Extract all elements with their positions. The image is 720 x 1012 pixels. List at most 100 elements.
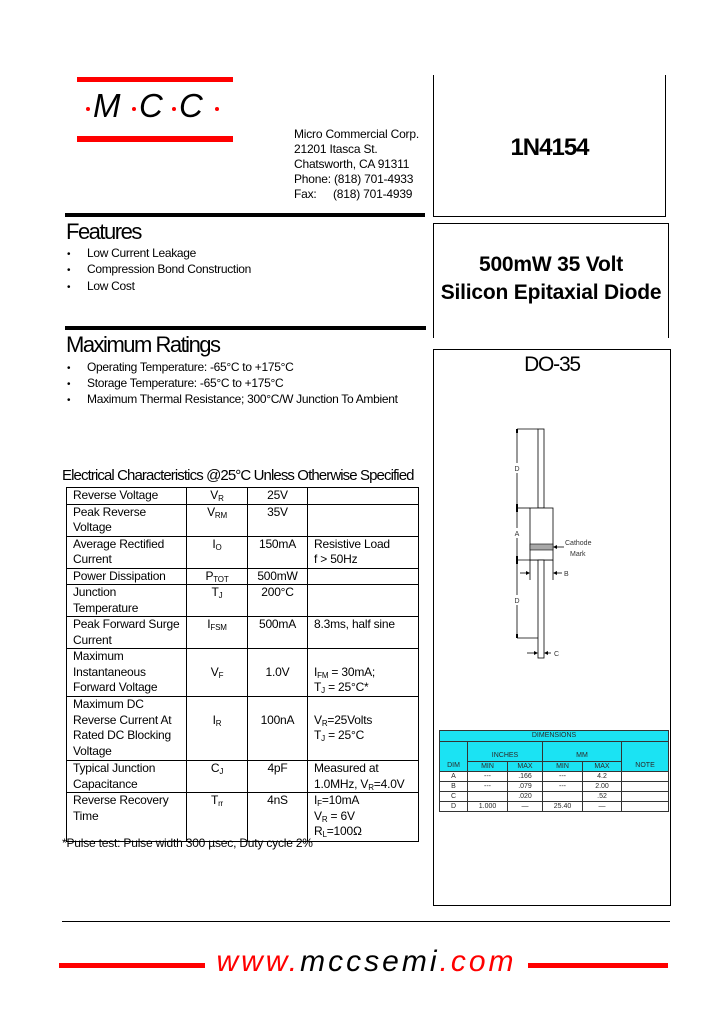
logo-dot-icon [132, 107, 136, 111]
parameter-cell: Peak Reverse Voltage [66, 503, 187, 537]
mm-min-cell: --- [542, 781, 583, 792]
table-row: MIN MAX MIN MAX [440, 761, 669, 772]
mm-min-header: MIN [542, 761, 583, 772]
mcc-logo: M C C [77, 77, 233, 142]
max-ratings-list: Operating Temperature: -65°C to +175°C S… [66, 359, 398, 407]
package-title: DO-35 [524, 353, 581, 376]
symbol-cell: IFSM [186, 616, 248, 649]
condition-text: f > 50Hz [314, 552, 358, 566]
condition-subscript: F [317, 799, 322, 808]
condition-text: T [314, 680, 322, 694]
value-cell: 25V [247, 487, 308, 505]
table-row: Reverse Voltage VR 25V [66, 487, 419, 505]
symbol-subscript: J [219, 767, 224, 776]
value-cell: 500mA [247, 616, 308, 649]
condition-line: IFM = 30mA; [314, 665, 412, 681]
symbol-subscript: rr [218, 799, 224, 808]
symbol-cell: CJ [186, 760, 248, 793]
dim-label-d-top: D [514, 466, 519, 473]
inches-max-cell: .020 [507, 791, 543, 802]
dimensions-title: DIMENSIONS [438, 730, 670, 742]
list-item: Low Cost [66, 278, 251, 294]
inches-min-cell [467, 791, 508, 802]
condition-text: I [314, 793, 318, 808]
parameter-cell: Reverse Voltage [66, 487, 187, 505]
mm-header: MM [542, 741, 622, 762]
symbol-subscript: O [215, 542, 222, 552]
part-number-box: 1N4154 [433, 75, 666, 217]
condition-line: IF=10mA [314, 793, 412, 809]
bullet-icon [67, 391, 70, 409]
city-state-zip: Chatsworth, CA 91311 [294, 157, 410, 171]
parameter-cell: Power Dissipation [66, 567, 187, 585]
table-row: C .020 .52 [439, 791, 670, 802]
value-cell: 1.0V [247, 648, 308, 697]
table-row: DIM INCHES MM NOTE [439, 741, 670, 772]
condition-text: Measured at [314, 761, 379, 776]
table-row: Average Rectified Current IO 150mA Resis… [66, 535, 419, 569]
inches-max-cell: — [507, 801, 543, 812]
logo-letter-m: M [93, 87, 121, 124]
dimension-ticks [516, 429, 518, 638]
condition-line: f > 50Hz [314, 552, 412, 567]
symbol: P [205, 568, 214, 583]
parameter-cell: Peak Forward Surge Current [66, 616, 187, 649]
rating-text: Maximum Thermal Resistance; 300°C/W Junc… [87, 392, 398, 406]
condition-cell: VR=25Volts TJ = 25°C [307, 696, 419, 761]
condition-cell [307, 487, 419, 505]
value-cell: 500mW [247, 567, 308, 585]
symbol-cell: IR [186, 696, 248, 761]
inches-max-header: MAX [507, 761, 543, 772]
value-cell: 4pF [247, 760, 308, 793]
dim-label-c: C [554, 651, 559, 658]
condition-text: = 6V [327, 808, 355, 823]
feature-text: Low Current Leakage [87, 246, 197, 260]
electrical-characteristics-table: Reverse Voltage VR 25V Peak Reverse Volt… [66, 487, 419, 842]
device-type: Silicon Epitaxial Diode [440, 281, 662, 304]
mm-max-cell: 4.2 [582, 771, 622, 782]
fax-label: Fax: [294, 187, 317, 201]
dim-label-b: B [564, 571, 569, 578]
inches-min-header: MIN [467, 761, 508, 772]
condition-cell: Measured at 1.0MHz, VR=4.0V [307, 760, 419, 793]
fax-number: (818) 701-4939 [333, 187, 413, 201]
condition-cell [307, 584, 419, 617]
list-item: Compression Bond Construction [66, 261, 251, 277]
feature-text: Low Cost [87, 278, 135, 293]
diode-outline-drawing: D A D B Cathode Mark C [513, 428, 592, 659]
part-number: 1N4154 [510, 134, 589, 161]
parameter-cell: Junction Temperature [66, 584, 187, 617]
list-item: Low Current Leakage [66, 245, 251, 261]
table-row: Power Dissipation PTOT 500mW [66, 567, 419, 585]
mm-min-cell [542, 791, 583, 802]
company-address: Micro Commercial Corp. 21201 Itasca St. … [294, 127, 419, 202]
logo-letter-c: C [139, 87, 163, 124]
symbol-subscript: F [218, 670, 224, 680]
part-description: 500mW 35 Volt Silicon Epitaxial Diode [434, 251, 668, 307]
inches-header: INCHES [467, 741, 543, 762]
footer-right-bar [528, 963, 668, 968]
note-cell [620, 771, 670, 782]
table-row: Junction Temperature TJ 200°C [66, 584, 419, 617]
symbol-cell: VF [186, 648, 248, 697]
condition-cell [307, 567, 419, 585]
condition-text: =100Ω [326, 824, 362, 838]
dim-cell: A [439, 771, 468, 782]
mm-min-cell: 25.40 [542, 801, 583, 812]
max-ratings-divider [65, 326, 426, 330]
condition-subscript: J [321, 686, 325, 695]
condition-cell: 8.3ms, half sine [307, 616, 419, 649]
logo-dot-icon [86, 107, 90, 111]
features-list: Low Current Leakage Compression Bond Con… [66, 245, 251, 294]
condition-text: Resistive Load [314, 536, 390, 551]
condition-cell [307, 503, 419, 537]
mm-max-header: MAX [582, 761, 622, 772]
condition-subscript: R [368, 782, 374, 792]
value-cell: 150mA [247, 535, 308, 569]
fax-line: Fax: (818) 701-4939 [294, 187, 419, 202]
condition-text: =25Volts [327, 712, 373, 727]
condition-line: TJ = 25°C* [314, 680, 412, 696]
table-row: Maximum Instantaneous Forward Voltage VF… [66, 648, 419, 697]
cathode-mark-label: Cathode [565, 540, 592, 547]
parameter-cell: Typical Junction Capacitance [66, 760, 187, 793]
